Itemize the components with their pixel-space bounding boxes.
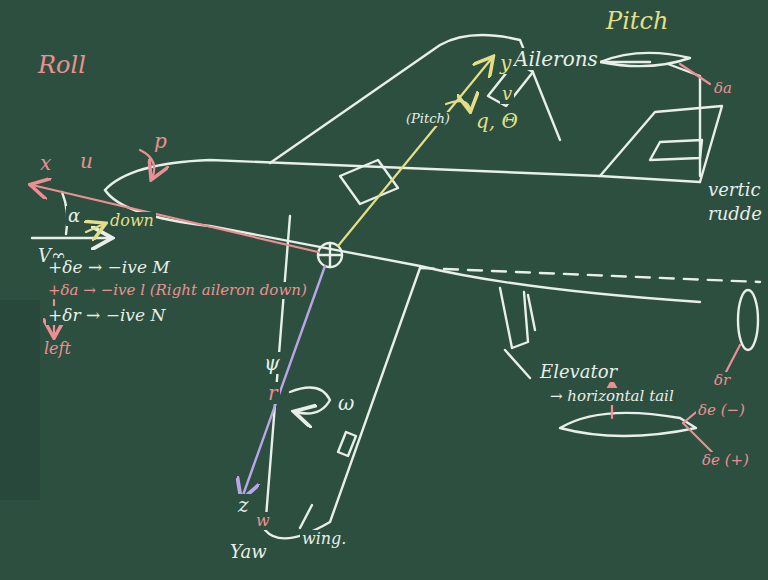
- rate-symbol: ω: [336, 392, 356, 414]
- deflection-symbol: δe (+): [700, 452, 751, 469]
- axis-title: Roll: [36, 52, 88, 78]
- axis-symbol: w: [254, 512, 272, 530]
- axis-symbol: x: [38, 152, 53, 174]
- part-name: Elevator: [538, 362, 619, 382]
- part-name: rudde: [706, 204, 764, 224]
- axis-symbol: z: [236, 494, 251, 516]
- deflection-symbol: δe (−): [696, 402, 747, 419]
- part-name: vertic: [706, 180, 763, 200]
- rate-symbol: r: [266, 382, 280, 404]
- sign-note: down: [108, 212, 156, 230]
- rate-symbol: p: [152, 130, 169, 152]
- sign-note: +δa → −ive l (Right aileron down): [46, 282, 309, 299]
- axis-symbol: y: [498, 52, 513, 74]
- axis-title: Yaw: [228, 542, 269, 562]
- sign-note: left: [42, 340, 73, 358]
- axis-symbol: u: [78, 150, 95, 172]
- axis-symbol: v: [500, 84, 514, 104]
- angle-symbol: ψ: [262, 352, 282, 374]
- part-name: Ailerons: [512, 48, 600, 70]
- deflection-symbol: δr: [712, 372, 732, 389]
- axis-note: (Pitch): [404, 112, 452, 126]
- part-name: wing.: [300, 530, 348, 548]
- angle-symbol: α: [66, 206, 82, 226]
- rate-symbol: q, Θ: [474, 110, 520, 132]
- part-name: → horizontal tail: [548, 388, 676, 405]
- sign-note: +δe → −ive M: [46, 258, 172, 277]
- axis-title: Pitch: [604, 8, 670, 34]
- deflection-symbol: δa: [712, 80, 734, 97]
- sign-note: +δr → −ive N: [46, 306, 167, 325]
